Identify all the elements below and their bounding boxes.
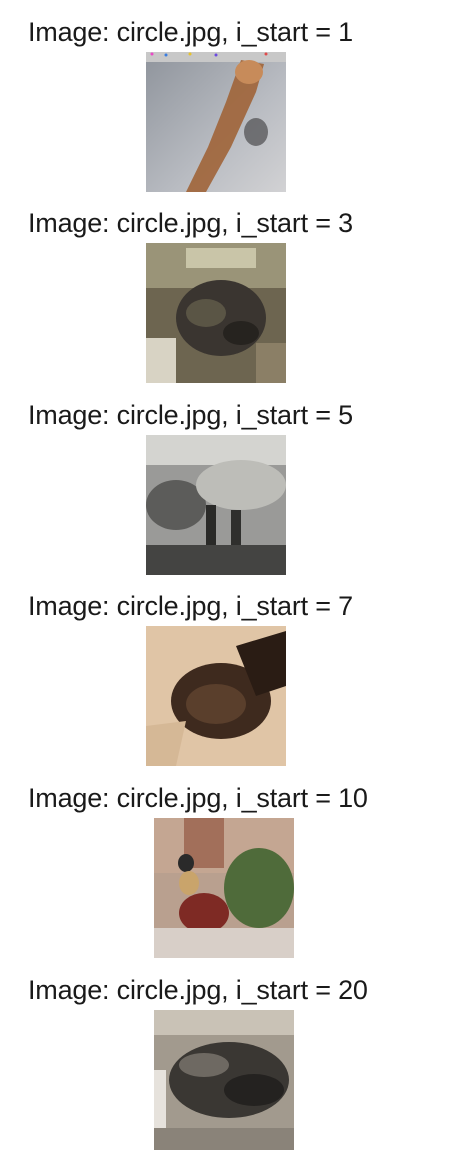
result-image [146, 52, 286, 192]
pile-of-gear-image [154, 1010, 294, 1150]
result-caption: Image: circle.jpg, i_start = 20 [28, 975, 368, 1005]
person-with-bird-image [154, 818, 294, 958]
result-image [146, 626, 286, 766]
result-caption: Image: circle.jpg, i_start = 10 [28, 783, 368, 813]
cluttered-scene-image [146, 243, 286, 383]
dog-on-leash-image [146, 52, 286, 192]
result-caption: Image: circle.jpg, i_start = 3 [28, 208, 353, 238]
result-caption: Image: circle.jpg, i_start = 7 [28, 591, 353, 621]
result-caption: Image: circle.jpg, i_start = 1 [28, 17, 353, 47]
result-image [146, 435, 286, 575]
result-caption: Image: circle.jpg, i_start = 5 [28, 400, 353, 430]
result-image [146, 243, 286, 383]
result-image [154, 1010, 294, 1150]
result-image [154, 818, 294, 958]
grayscale-scene-image [146, 435, 286, 575]
bird-image [146, 626, 286, 766]
